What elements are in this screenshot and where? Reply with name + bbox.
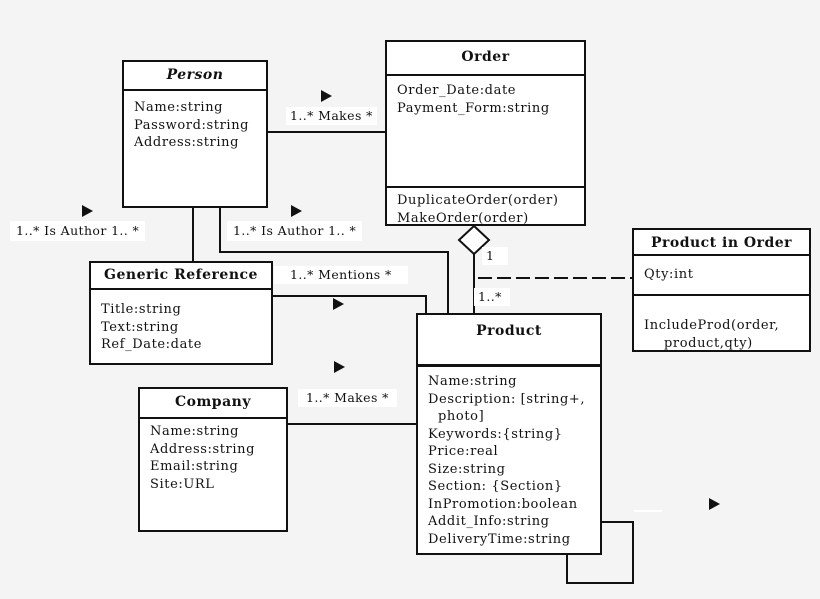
attribute: Description: [string+, — [428, 391, 586, 407]
order-operations: DuplicateOrder(order) MakeOrder(order) — [387, 186, 584, 227]
attribute: Name:string — [428, 374, 518, 389]
attribute: Site:URL — [150, 476, 215, 492]
association-product-self — [566, 521, 634, 584]
product-in-order-operations: IncludeProd(order, product,qty) — [634, 294, 809, 352]
attribute: Keywords:{string} — [428, 426, 563, 442]
attribute: Name:string — [134, 100, 224, 115]
attribute: Ref_Date:date — [101, 337, 203, 352]
operation: MakeOrder(order) — [397, 210, 529, 226]
attribute: Password:string — [134, 117, 250, 133]
association-person-product — [219, 207, 449, 314]
direction-arrow-icon — [333, 298, 344, 310]
attribute: Title:string — [101, 302, 182, 317]
generic-reference-attributes: Title:string Text:string Ref_Date:date — [91, 290, 271, 354]
attribute: Size:string — [428, 461, 506, 477]
attribute: Address:string — [150, 441, 256, 457]
product-attributes: Name:string Description: [string+, photo… — [418, 367, 600, 548]
person-class-name: Person — [124, 62, 266, 91]
label-company-makes-product: 1..* Makes * — [298, 389, 397, 407]
product-in-order-attributes: Qty:int — [634, 256, 809, 294]
order-class[interactable]: Order Order_Date:date Payment_Form:strin… — [385, 40, 586, 226]
label-person-author-reference: 1..* Is Author 1.. * — [10, 221, 146, 241]
person-class[interactable]: Person Name:string Password:string Addre… — [122, 60, 268, 208]
attribute: Order_Date:date — [397, 83, 517, 98]
label-product-self-reference — [634, 510, 662, 512]
person-attributes: Name:string Password:string Address:stri… — [124, 91, 266, 152]
attribute: InPromotion:boolean — [428, 496, 578, 512]
product-in-order-class-name: Product in Order — [634, 230, 809, 256]
attribute: Payment_Form:string — [397, 100, 550, 116]
attribute: Text:string — [101, 319, 179, 335]
generic-reference-class[interactable]: Generic Reference Title:string Text:stri… — [89, 261, 273, 365]
operation: product,qty) — [664, 335, 753, 351]
attribute: DeliveryTime:string — [428, 531, 571, 547]
association-reference-product — [272, 295, 427, 314]
label-person-makes-order: 1..* Makes * — [286, 107, 377, 125]
company-attributes: Name:string Address:string Email:string … — [140, 419, 286, 493]
generic-reference-class-name: Generic Reference — [91, 263, 271, 290]
company-class-name: Company — [140, 389, 286, 419]
direction-arrow-icon — [709, 498, 720, 510]
direction-arrow-icon — [291, 205, 302, 217]
attribute: Qty:int — [644, 267, 694, 282]
attribute: photo] — [438, 409, 485, 424]
label-reference-mentions-product: 1..* Mentions * — [274, 266, 408, 284]
attribute: Name:string — [150, 424, 240, 439]
attribute: Addit_Info:string — [428, 514, 550, 529]
multiplicity-order-end: 1 — [482, 247, 509, 265]
product-in-order-class[interactable]: Product in Order Qty:int IncludeProd(ord… — [632, 228, 811, 352]
attribute: Email:string — [150, 459, 239, 474]
order-class-name: Order — [387, 42, 584, 76]
aggregation-diamond — [457, 224, 491, 256]
direction-arrow-icon — [334, 361, 345, 373]
attribute: Section: {Section} — [428, 479, 563, 494]
product-class[interactable]: Product Name:string Description: [string… — [416, 313, 602, 555]
attribute: Address:string — [134, 135, 240, 150]
operation: IncludeProd(order, — [644, 318, 780, 333]
multiplicity-product-end: 1..* — [474, 288, 510, 306]
attribute: Price:real — [428, 444, 499, 459]
direction-arrow-icon — [82, 205, 93, 217]
company-class[interactable]: Company Name:string Address:string Email… — [138, 387, 288, 532]
product-class-name: Product — [418, 315, 600, 367]
label-person-author-product: 1..* Is Author 1.. * — [227, 221, 363, 241]
direction-arrow-icon — [321, 90, 332, 102]
order-attributes: Order_Date:date Payment_Form:string — [387, 76, 584, 186]
operation: DuplicateOrder(order) — [397, 193, 559, 208]
